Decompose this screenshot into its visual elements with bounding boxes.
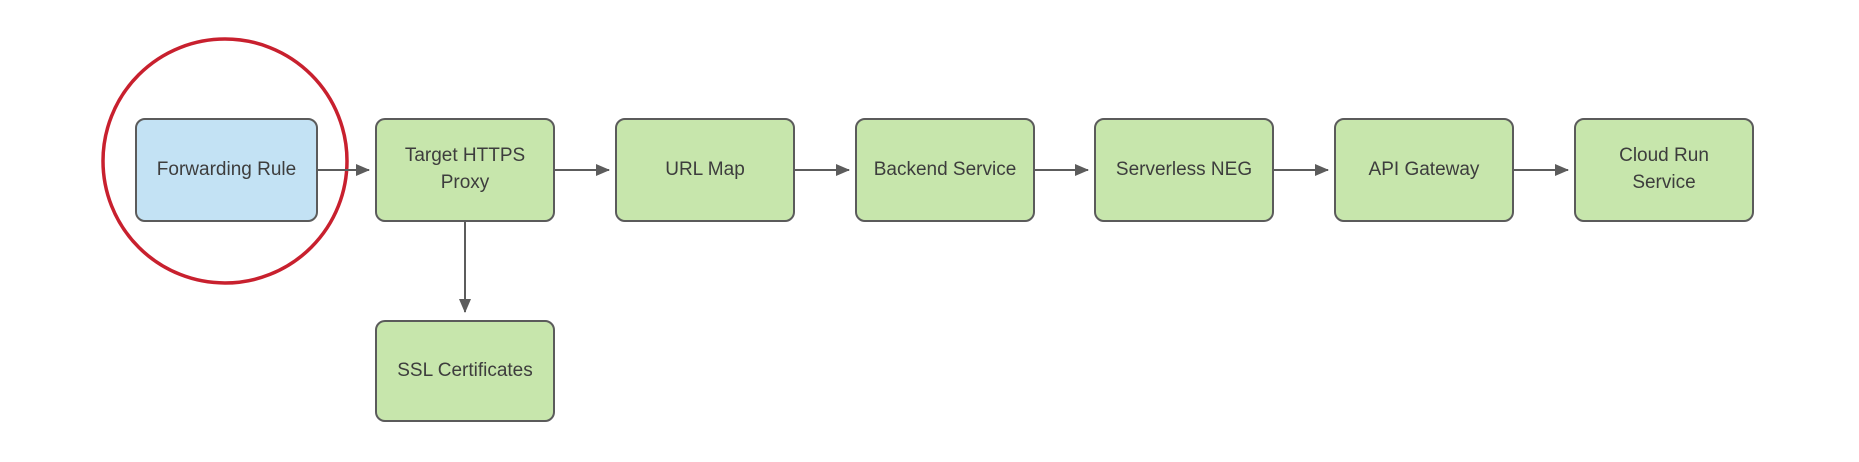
node-ssl-certificates: SSL Certificates — [375, 320, 555, 422]
node-cloud-run-service: Cloud Run Service — [1574, 118, 1754, 222]
node-label: Backend Service — [873, 158, 1017, 180]
node-backend-service: Backend Service — [855, 118, 1035, 222]
node-label: URL Map — [665, 158, 745, 180]
node-api-gateway: API Gateway — [1334, 118, 1514, 222]
node-forwarding-rule: Forwarding Rule — [135, 118, 318, 222]
node-label: API Gateway — [1368, 158, 1480, 180]
node-label: Cloud Run Service — [1619, 145, 1709, 193]
node-label: Forwarding Rule — [156, 158, 297, 180]
node-target-https-proxy: Target HTTPS Proxy — [375, 118, 555, 222]
node-serverless-neg: Serverless NEG — [1094, 118, 1274, 222]
node-label: SSL Certificates — [397, 359, 533, 381]
node-url-map: URL Map — [615, 118, 795, 222]
node-label: Serverless NEG — [1115, 158, 1253, 180]
node-label: Target HTTPS Proxy — [404, 145, 526, 193]
